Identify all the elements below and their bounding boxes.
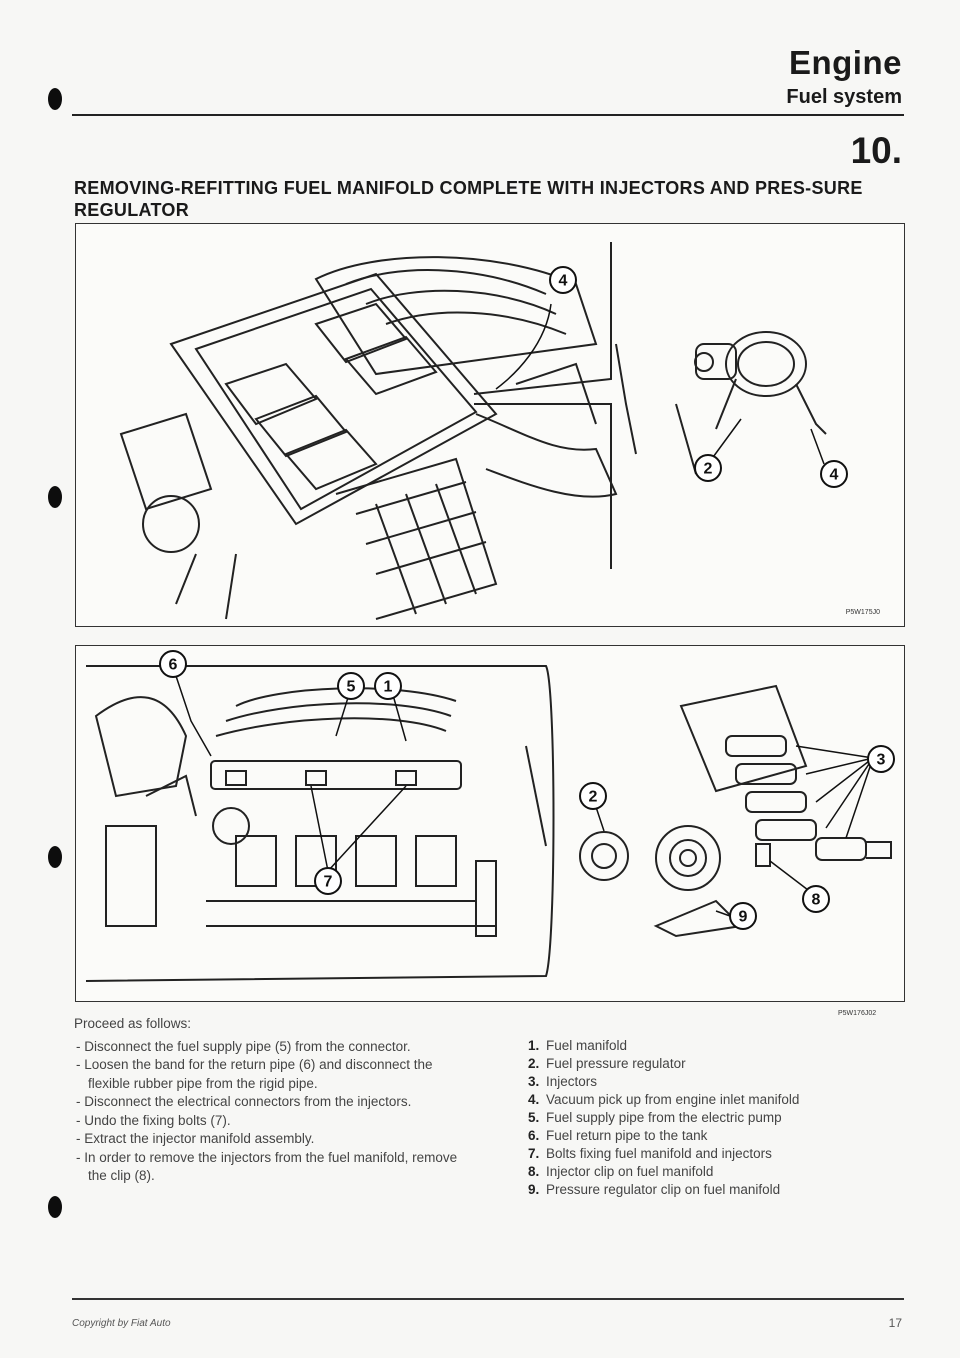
callout-2-top: 2 (694, 454, 722, 482)
legend-item: 1.Fuel manifold (528, 1038, 628, 1053)
figure-bottom-code: P5W176J02 (838, 1010, 877, 1017)
header-title: Engine (788, 44, 902, 81)
callout-4b-top: 4 (820, 460, 848, 488)
callout-9: 9 (729, 902, 757, 930)
svg-text:5: 5 (347, 679, 356, 696)
page-number: 17 (888, 1316, 902, 1330)
binder-hole (48, 846, 62, 868)
procedure-lead: Proceed as follows: (74, 1016, 192, 1031)
legend-item: 7.Bolts fixing fuel manifold and injecto… (528, 1146, 772, 1161)
legend-item: 2.Fuel pressure regulator (528, 1056, 686, 1071)
header-rule (72, 114, 904, 116)
legend-item: 9.Pressure regulator clip on fuel manifo… (528, 1182, 781, 1197)
legend-item: 5.Fuel supply pipe from the electric pum… (528, 1110, 782, 1125)
fuel-manifold-illustration: 6 5 1 7 2 3 8 9 (85, 650, 895, 982)
section-title: REMOVING-REFITTING FUEL MANIFOLD COMPLET… (74, 178, 863, 220)
procedure-step: Loosen the band for the return pipe (6) … (74, 1056, 474, 1093)
figure-top-code: P5W175J0 (845, 609, 880, 616)
callout-1: 1 (374, 672, 402, 700)
svg-text:2: 2 (704, 461, 713, 478)
footer-rule (72, 1298, 904, 1300)
svg-text:9: 9 (739, 909, 748, 926)
procedure-step: In order to remove the injectors from th… (74, 1149, 474, 1186)
binder-hole (48, 486, 62, 508)
section-number: 10. (850, 130, 902, 171)
svg-text:1: 1 (384, 679, 393, 696)
procedure-steps: Proceed as follows: Disconnect the fuel … (74, 1015, 474, 1186)
engine-cover-illustration: 4 2 4 (119, 242, 848, 620)
svg-text:3: 3 (877, 752, 886, 769)
binder-hole (48, 1196, 62, 1218)
binder-hole (48, 88, 62, 110)
svg-text:8: 8 (812, 892, 821, 909)
svg-text:2: 2 (589, 789, 598, 806)
callout-2-bottom: 2 (579, 782, 607, 810)
svg-text:4: 4 (559, 273, 568, 290)
callout-4-top: 4 (549, 266, 577, 294)
callout-6: 6 (159, 650, 187, 678)
callout-3: 3 (867, 745, 895, 773)
callout-8: 8 (802, 885, 830, 913)
svg-text:4: 4 (830, 467, 839, 484)
svg-text:6: 6 (169, 657, 178, 674)
legend-item: 4.Vacuum pick up from engine inlet manif… (528, 1092, 800, 1107)
legend-item: 8.Injector clip on fuel manifold (528, 1164, 714, 1179)
figure-bottom: 6 5 1 7 2 3 8 9 (75, 645, 905, 1002)
footer-copyright: Copyright by Fiat Auto (72, 1318, 171, 1329)
parts-legend: 1.Fuel manifold 2.Fuel pressure regulato… (528, 1037, 908, 1199)
callout-5: 5 (337, 672, 365, 700)
procedure-step: Extract the injector manifold assembly. (74, 1130, 474, 1149)
header-subtitle: Fuel system (786, 86, 902, 108)
figure-top: 4 2 4 P5W175J0 (75, 223, 905, 627)
procedure-step: Disconnect the fuel supply pipe (5) from… (74, 1038, 474, 1057)
procedure-step: Disconnect the electrical connectors fro… (74, 1093, 474, 1112)
callout-7: 7 (314, 867, 342, 895)
procedure-step: Undo the fixing bolts (7). (74, 1112, 474, 1131)
legend-item: 6.Fuel return pipe to the tank (528, 1128, 708, 1143)
svg-text:7: 7 (324, 874, 333, 891)
legend-item: 3.Injectors (528, 1074, 598, 1089)
